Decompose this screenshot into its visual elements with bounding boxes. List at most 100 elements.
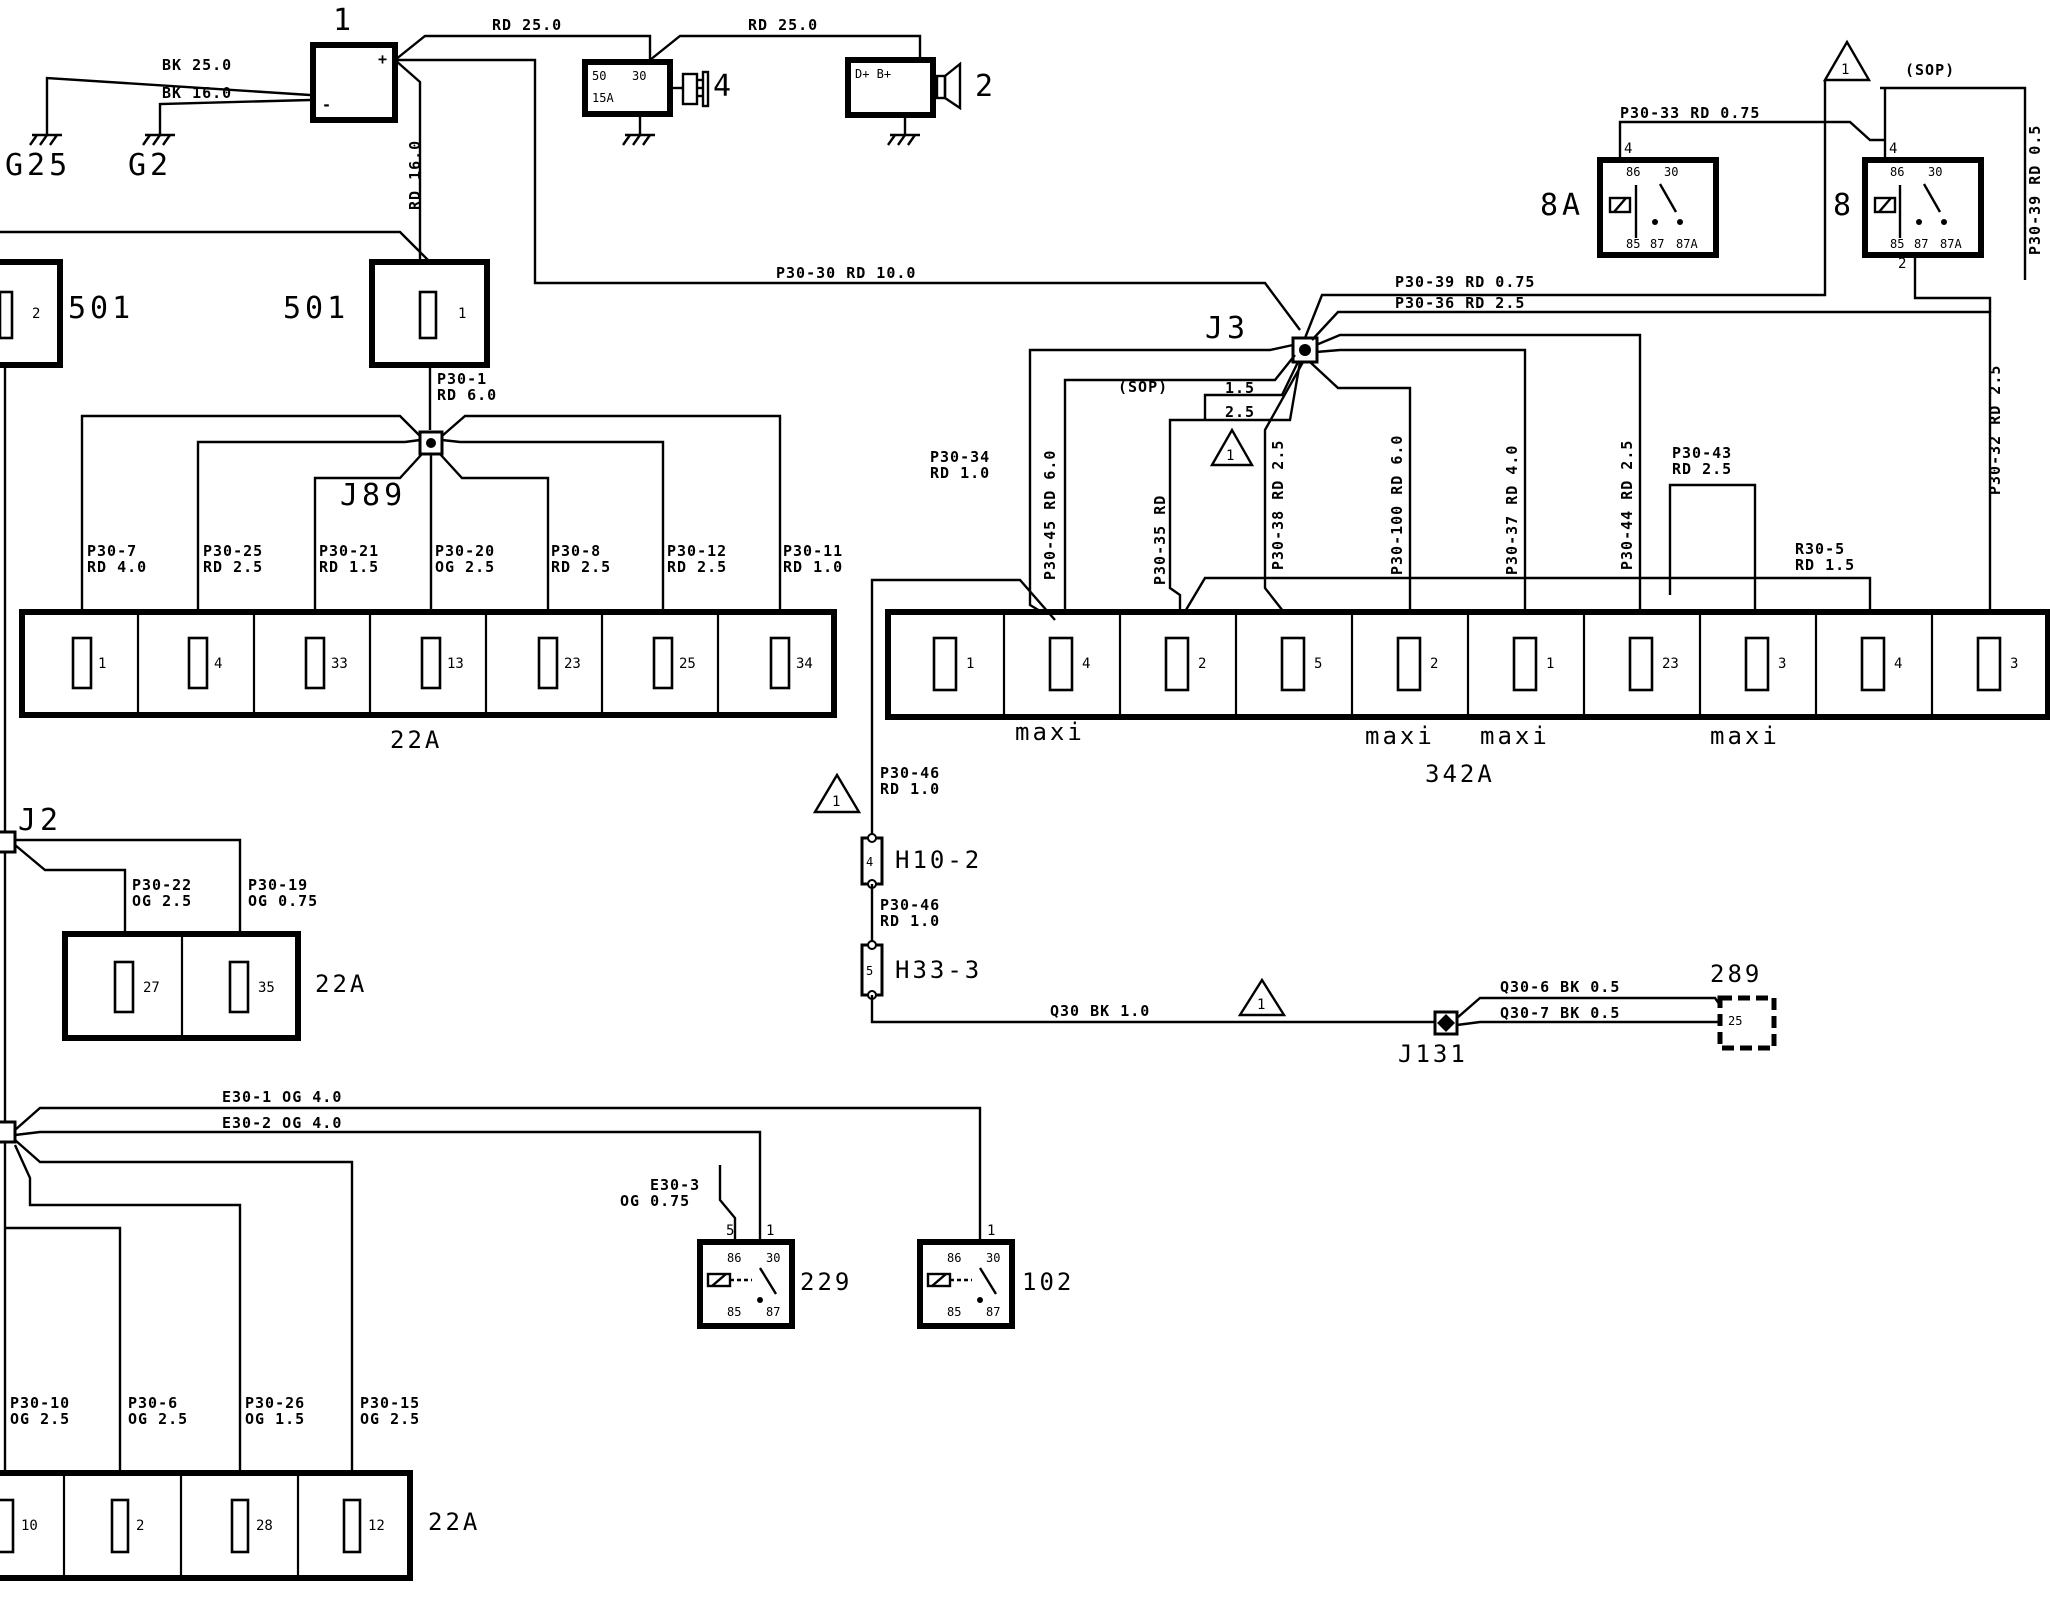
fuse-top-4-icon [537, 636, 559, 690]
fuse-501-right-pin: 1 [458, 306, 466, 322]
svg-text:87A: 87A [1676, 237, 1698, 251]
relay-229-86: 86 [727, 1251, 741, 1265]
label-p30-30: P30-30 RD 10.0 [776, 264, 916, 282]
relay-8a-pin-4: 4 [1624, 141, 1632, 157]
feed-p30-11 [441, 414, 782, 620]
fuse-maxi-pin-0: 1 [966, 656, 974, 672]
relay-8-coil-icon [1873, 183, 1947, 238]
label-p30-44: P30-44 RD 2.5 [1618, 440, 1636, 570]
battery-box [310, 42, 398, 123]
label-j131: J131 [1398, 1040, 1468, 1068]
feed-p30-12 [441, 438, 665, 620]
fuse-top-gauge-1: RD 2.5 [203, 558, 263, 576]
connector-h33-pin: 5 [866, 964, 873, 978]
fuse-top-5-icon [652, 636, 674, 690]
label-p30-45: P30-45 RD 6.0 [1041, 450, 1059, 580]
starter-box [582, 59, 673, 117]
fuse-maxi-6-icon [1628, 636, 1654, 692]
fuse-maxi-pin-9: 3 [2010, 656, 2018, 672]
wire-e30-1 [14, 1106, 982, 1240]
relay-229-30: 30 [766, 1251, 780, 1265]
label-p30-32: P30-32 RD 2.5 [1986, 365, 2004, 495]
feed-p30-38 [1263, 361, 1305, 621]
alternator-ground-icon [887, 115, 920, 146]
relay-102-87: 87 [986, 1305, 1000, 1319]
fuse-top-pin-6: 34 [796, 656, 813, 672]
label-p30-46b: RD 1.0 [880, 780, 940, 798]
feed-p30-8 [439, 453, 550, 620]
label-p30-43b: RD 2.5 [1672, 460, 1732, 478]
feed-p30-19 [15, 838, 242, 935]
label-22a-mid: 22A [315, 970, 367, 998]
fuse-mid-pin-1: 35 [258, 980, 275, 996]
label-maxi-2: maxi [1365, 722, 1435, 750]
fuseblock-bottom-box [0, 1470, 413, 1581]
fuse-maxi-9-icon [1976, 636, 2002, 692]
svg-text:87: 87 [1650, 237, 1664, 251]
label-maxi-3: maxi [1480, 722, 1550, 750]
fuse-bottom-pin-2: 28 [256, 1518, 273, 1534]
feed-sop-25 [1200, 361, 1302, 422]
label-p30-15a: P30-15 [360, 1394, 420, 1412]
starter-pin-50: 50 [592, 69, 606, 83]
label-maxi-4: maxi [1710, 722, 1780, 750]
svg-text:86: 86 [1890, 165, 1904, 179]
label-p30-100: P30-100 RD 6.0 [1388, 435, 1406, 575]
wire-q30 [870, 995, 1435, 1024]
label-p30-19b: OG 0.75 [248, 892, 318, 910]
fuse-top-wire-0: P30-7 [87, 542, 137, 560]
label-e30-2: E30-2 OG 4.0 [222, 1114, 342, 1132]
fuse-501-left-icon [0, 290, 14, 340]
relay-102-pin-1: 1 [987, 1223, 995, 1239]
fuse-maxi-pin-2: 2 [1198, 656, 1206, 672]
svg-text:85: 85 [1626, 237, 1640, 251]
feed-p30-37 [1315, 348, 1527, 620]
label-g2: G2 [128, 148, 172, 183]
label-q30-6: Q30-6 BK 0.5 [1500, 978, 1620, 996]
label-p30-10a: P30-10 [10, 1394, 70, 1412]
feed-p30-35 [1168, 418, 1200, 620]
feed-p30-44 [1315, 333, 1642, 620]
label-p30-43a: P30-43 [1672, 444, 1732, 462]
wire-q30-7 [1456, 1020, 1720, 1027]
ground-g2-icon [142, 133, 175, 146]
label-e30-1: E30-1 OG 4.0 [222, 1088, 342, 1106]
wire-p30-33 [1618, 120, 1885, 158]
label-h10: H10-2 [895, 846, 982, 874]
label-p30-22b: OG 2.5 [132, 892, 192, 910]
fuse-top-gauge-5: RD 2.5 [667, 558, 727, 576]
label-p30-38: P30-38 RD 2.5 [1269, 440, 1287, 570]
svg-text:87: 87 [1914, 237, 1928, 251]
label-alternator: 2 [975, 69, 997, 104]
relay-229-87: 87 [766, 1305, 780, 1319]
feed-p30-6 [5, 1226, 122, 1480]
label-starter: 4 [713, 69, 735, 104]
fuse-top-gauge-4: RD 2.5 [551, 558, 611, 576]
feed-p30-26 [13, 1144, 242, 1480]
relay-8-section: 1 (SOP) P30-39 RD 0.5 P30-33 RD 0.75 4 8… [1540, 39, 2044, 312]
label-q30-7: Q30-7 BK 0.5 [1500, 1004, 1620, 1022]
fuse-maxi-8-icon [1860, 636, 1886, 692]
connector-289-box [1717, 995, 1777, 1051]
wire-rd25-starter [394, 34, 652, 61]
wire-p30-39-a [1303, 80, 1827, 339]
wire-e30-2 [14, 1130, 762, 1240]
label-p30-46d: RD 1.0 [880, 912, 940, 930]
label-sop-25: 2.5 [1225, 403, 1255, 421]
fuse-top-wire-5: P30-12 [667, 542, 727, 560]
fuse-501-left-pin: 2 [32, 306, 40, 322]
fuse-bottom-pin-1: 2 [136, 1518, 144, 1534]
svg-text:30: 30 [1928, 165, 1942, 179]
wire-rd16 [394, 59, 422, 260]
label-bk25: BK 25.0 [162, 56, 232, 74]
fuse-top-pin-4: 23 [564, 656, 581, 672]
fuse-top-pin-2: 33 [331, 656, 348, 672]
triangle-note-icon-top: 1 [1822, 39, 1872, 82]
label-rd25-a: RD 25.0 [492, 16, 562, 34]
alternator-pins: D+ B+ [855, 67, 891, 81]
loop-p30-43 [1668, 483, 1757, 620]
label-q30: Q30 BK 1.0 [1050, 1002, 1150, 1020]
feed-p30-22 [14, 844, 127, 935]
wire-bk25 [45, 76, 311, 135]
